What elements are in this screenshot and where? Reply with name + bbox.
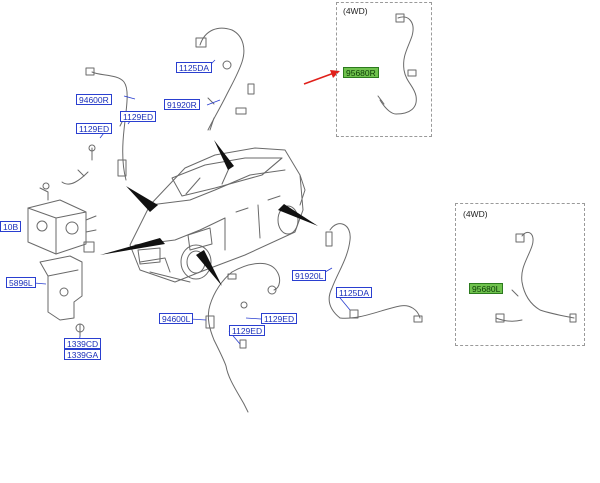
part-label-94600r[interactable]: 94600R [76,94,112,105]
harness-top-right-sensor [195,27,255,131]
part-label-1129ed-d[interactable]: 1129ED [229,325,266,336]
harness-front-left [205,263,281,413]
part-label-91920l[interactable]: 91920L [292,270,327,281]
part-label-58960l[interactable]: 5896L [6,277,36,288]
vehicle-illustration [129,147,306,283]
sensor-location-pointers [100,140,318,286]
part-label-94600l[interactable]: 94600L [159,313,194,324]
inset-note-left: (4WD) [463,209,488,219]
part-label-95680l[interactable]: 95680L [469,283,504,294]
part-label-1129ed-b[interactable]: 1129ED [120,111,157,122]
harness-inset-right [377,13,417,115]
part-label-1339ga[interactable]: 1339GA [64,349,102,360]
inset-note-right: (4WD) [343,6,368,16]
part-label-1125da-mid[interactable]: 1125DA [336,287,373,298]
part-label-1339cd[interactable]: 1339CD [64,338,102,349]
harness-rear-left-sensor [325,223,423,323]
inset-box-4wd-right [336,2,432,137]
part-label-91920r[interactable]: 91920R [164,99,200,110]
part-label-8910b[interactable]: 10B [0,221,22,232]
abs-bracket [39,255,85,337]
part-label-1129ed-c[interactable]: 1129ED [261,313,298,324]
part-label-95680r[interactable]: 95680R [343,67,379,78]
red-arrow-icon [303,70,340,85]
harness-front-right [61,67,128,185]
inset-box-4wd-left [455,203,585,346]
part-label-1125da-top[interactable]: 1125DA [176,62,213,73]
part-label-1129ed-a[interactable]: 1129ED [76,123,113,134]
harness-inset-left [495,231,577,323]
abs-modulator [27,182,97,255]
